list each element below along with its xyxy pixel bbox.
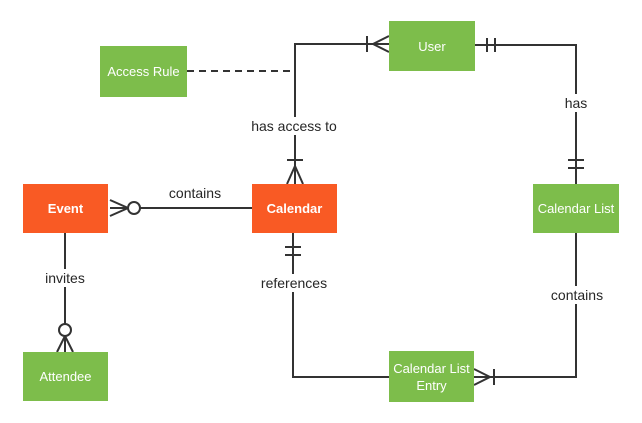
edge-label-references: references [255,274,333,292]
entity-event: Event [23,184,108,233]
edge-calendar-user [286,35,390,185]
edge-line [292,233,389,378]
edge-label-contains-event-calendar: contains [163,184,227,202]
zero-circle-event [127,201,141,215]
entity-calendar-list: Calendar List [533,184,619,233]
entity-label: Calendar [266,201,323,216]
double-tick-calendar-bottom [285,246,301,256]
crows-foot-calendar-top [286,165,304,185]
edge-calendar-list-entry [473,233,577,386]
edge-line [475,44,577,184]
edge-label-contains-list-entry: contains [545,286,609,304]
crows-foot-attendee [56,335,74,353]
edge-line [474,233,577,378]
entity-label: User [418,38,446,54]
entity-label: Attendee [39,369,92,384]
edge-label-has: has [559,94,593,112]
entity-user: User [389,21,475,71]
edge-event-attendee [56,233,74,353]
crows-foot-event [109,199,129,217]
zero-circle-attendee [58,323,72,337]
double-tick-user-right [486,38,496,52]
double-tick-calendar-list-top [568,159,584,169]
entity-label: Event [47,201,84,216]
edge-label-has-access-to: has access to [246,117,342,135]
entity-label: Calendar List Entry [393,360,470,393]
edge-calendar-entry [285,233,389,378]
entity-calendar-list-entry: Calendar List Entry [389,351,474,402]
crows-foot-user [372,35,390,53]
entity-attendee: Attendee [23,352,108,401]
entity-access-rule: Access Rule [100,46,187,97]
edge-user-calendar-list [475,38,584,184]
edge-line [294,43,389,184]
entity-calendar: Calendar [252,184,337,233]
entity-label: Calendar List [537,201,615,216]
crows-foot-entry [473,368,491,386]
edge-label-invites: invites [40,269,90,287]
edge-event-calendar [109,199,252,217]
entity-label: Access Rule [107,64,180,79]
